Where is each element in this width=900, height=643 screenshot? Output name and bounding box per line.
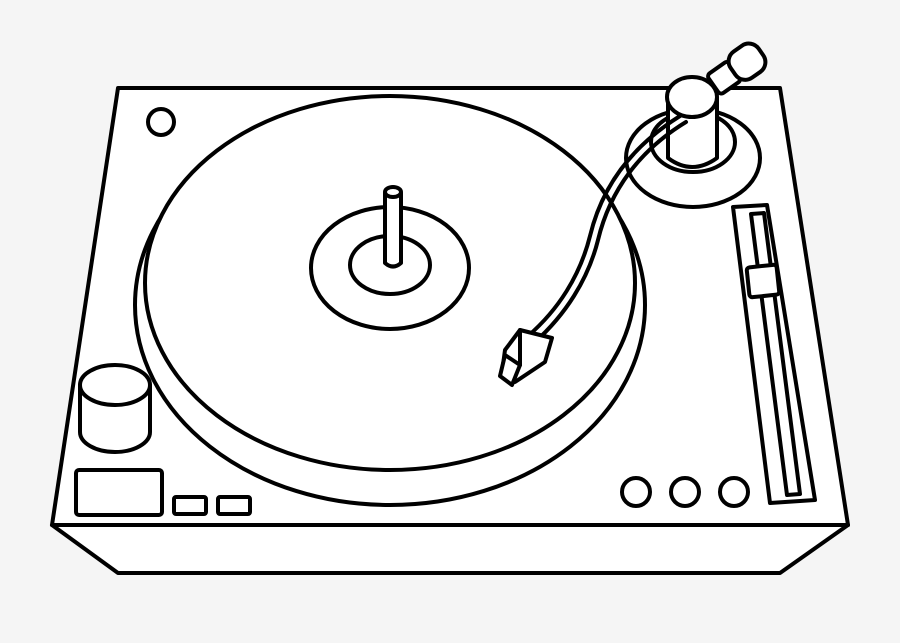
tonearm-tube: [533, 120, 688, 344]
tonearm-assembly: [498, 41, 768, 387]
platter: [133, 94, 647, 507]
counterweight: [706, 41, 768, 96]
body-front-face: [50, 523, 850, 575]
spindle: [383, 191, 403, 269]
round-button-1[interactable]: [620, 476, 652, 508]
pitch-slider-knob[interactable]: [744, 262, 782, 300]
headshell-cartridge: [498, 328, 554, 387]
display-panel: [74, 468, 164, 517]
round-button-3[interactable]: [718, 476, 750, 508]
round-button-2[interactable]: [669, 476, 701, 508]
start-stop-button[interactable]: [172, 495, 208, 516]
tonearm-tube-edge: [526, 114, 682, 338]
pivot-cap: [665, 75, 719, 119]
speed-button[interactable]: [216, 495, 252, 516]
spindle-top: [383, 185, 403, 199]
pitch-slider[interactable]: [731, 203, 817, 505]
power-indicator-icon: [146, 107, 176, 137]
volume-knob[interactable]: [78, 363, 152, 454]
